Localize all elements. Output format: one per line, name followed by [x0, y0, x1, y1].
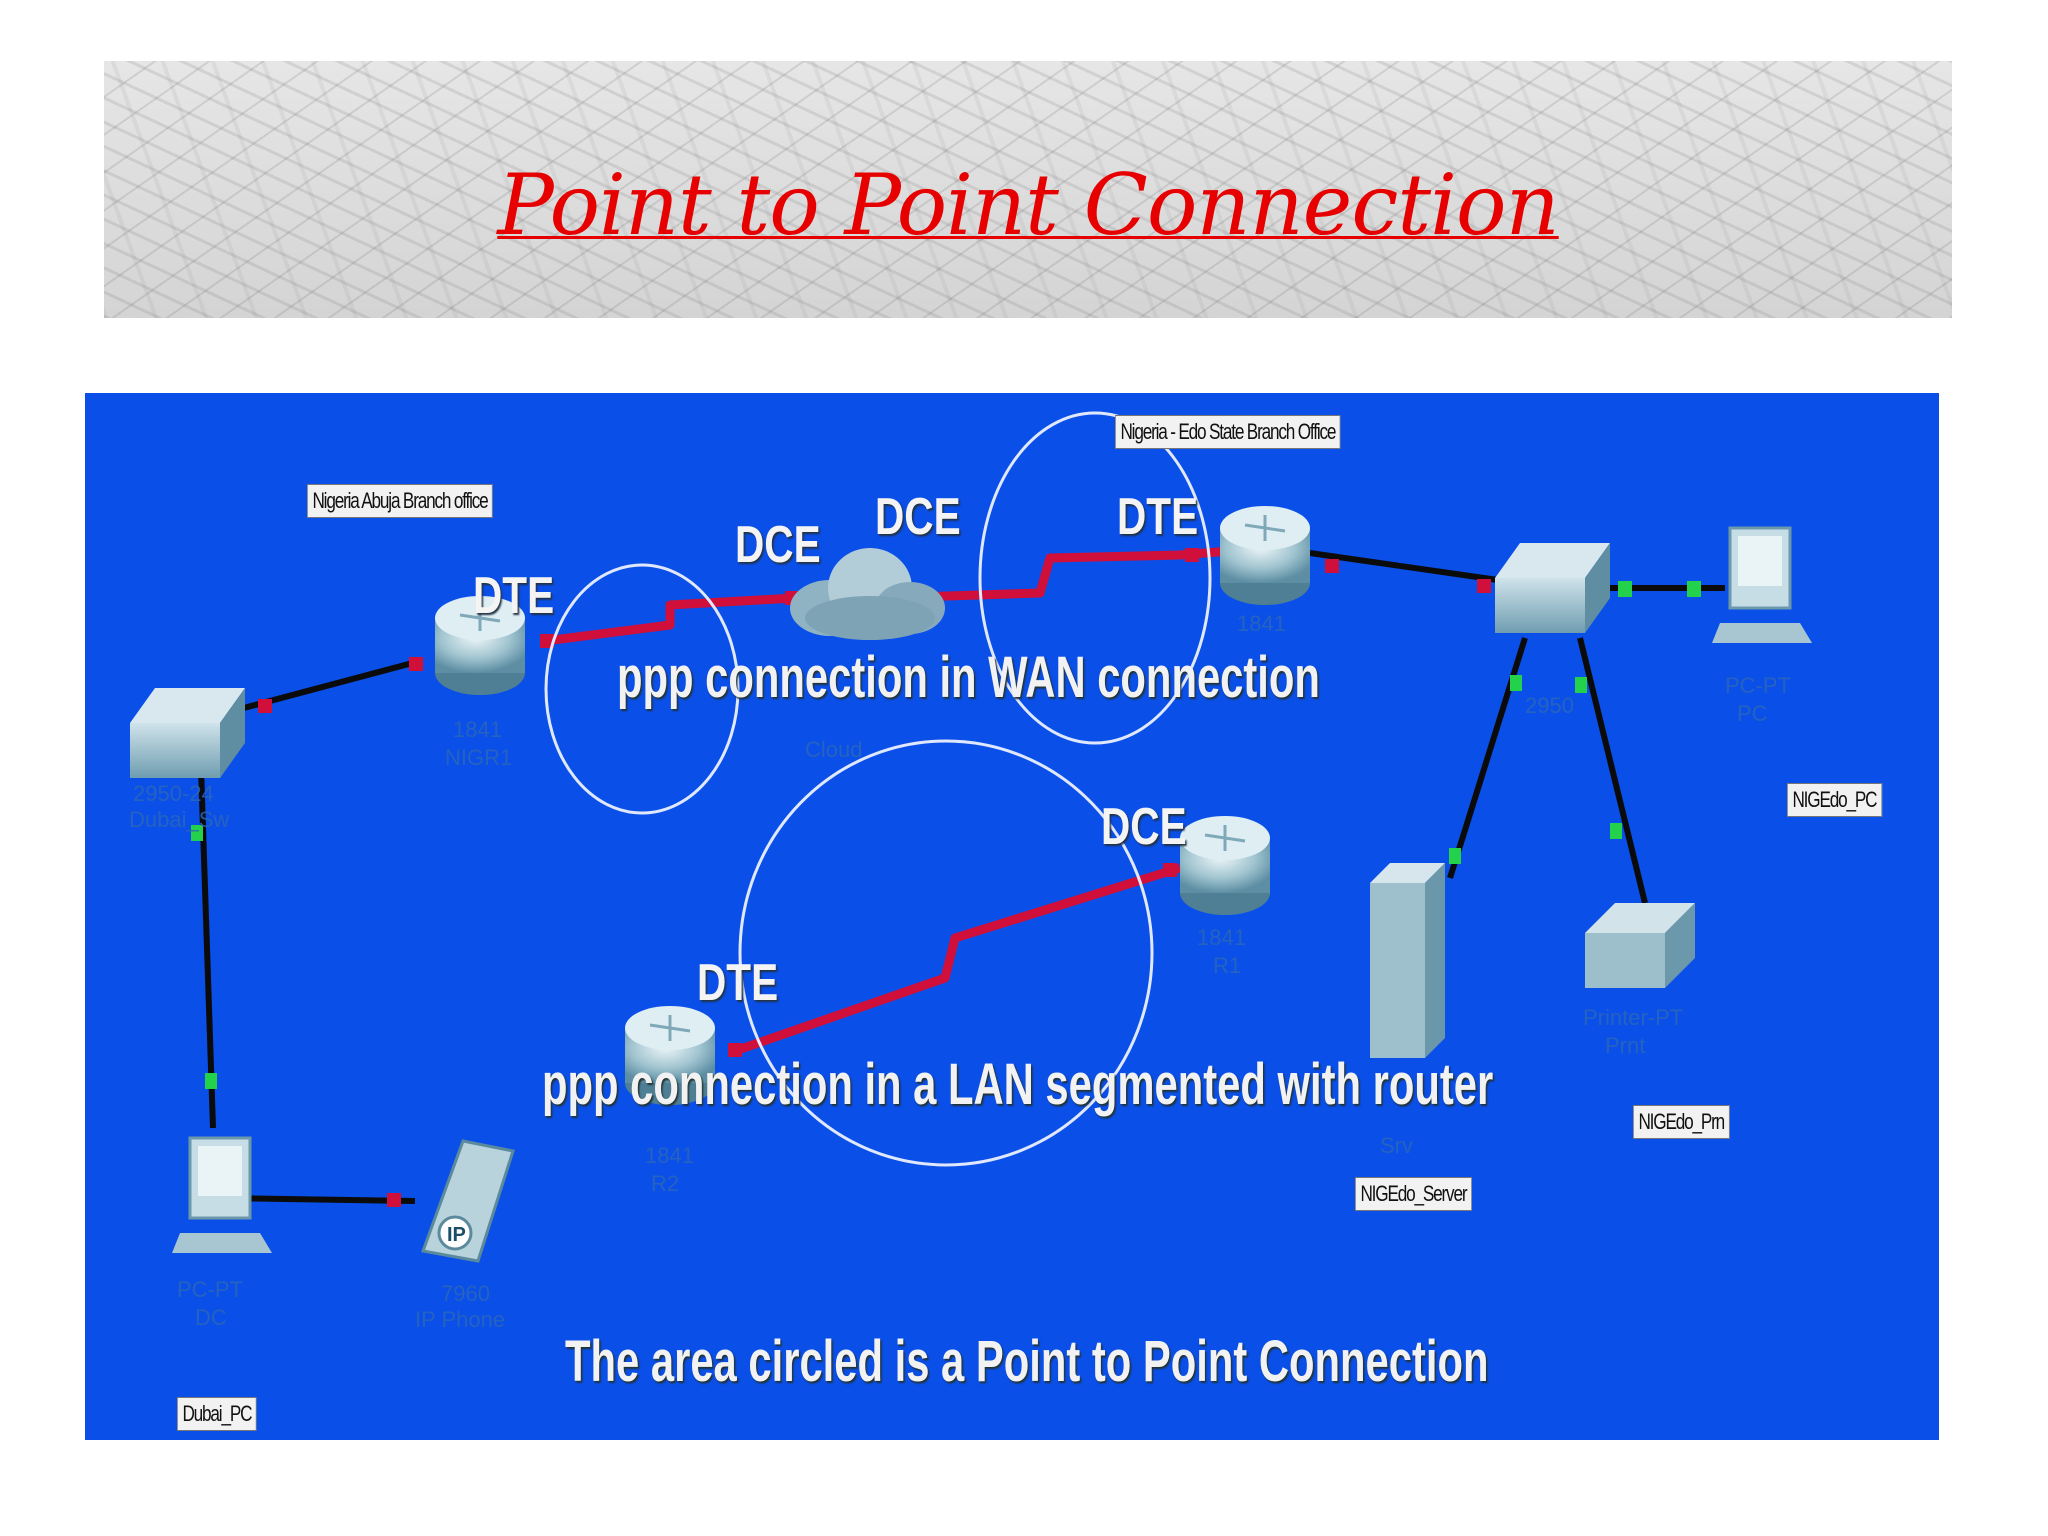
cloud-icon: [790, 548, 945, 640]
dte-tag-edo: DTE: [1117, 488, 1199, 546]
lan-router-left-model-label: 1841: [645, 1143, 694, 1168]
link-edo-switch-edo-printer: [1577, 637, 1648, 904]
dubai-switch-name-label: Dubai_Sw: [129, 807, 230, 832]
lan-router-right-name-label: R1: [1213, 953, 1242, 978]
edo-pc-label: NIGEdo_PC: [1787, 783, 1882, 817]
port-icon: [540, 634, 554, 648]
svg-text:IP: IP: [447, 1224, 466, 1246]
page-title: Point to Point Connection: [497, 156, 1559, 254]
ip-phone-icon: IP: [420, 1139, 515, 1263]
dubai-pc-model-label: PC-PT: [177, 1277, 243, 1302]
edo-office-label: Nigeria - Edo State Branch Office: [1115, 415, 1341, 449]
port-icon: [409, 657, 423, 671]
edo-switch-model-label: 2950: [1525, 693, 1574, 718]
link-dubai-pc-ip-phone: [224, 1195, 416, 1204]
link-dubai-switch-dubai-pc: [197, 737, 216, 1129]
port-icon: [1185, 548, 1199, 562]
pc-icon: [1712, 526, 1812, 643]
port-icon: [1575, 677, 1587, 693]
network-diagram-canvas: IP: [130, 411, 1812, 1263]
footer-caption: The area circled is a Point to Point Con…: [565, 1329, 1489, 1394]
point-to-point-circles: [544, 411, 1212, 1167]
dte-tag-lan: DTE: [697, 954, 779, 1012]
title-banner: Point to Point Connection: [104, 61, 1952, 318]
lan-caption: ppp connection in a LAN segmented with r…: [542, 1052, 1494, 1117]
pc-icon: [172, 1136, 272, 1253]
abuja-router-name-label: NIGR1: [445, 745, 513, 770]
edo-server-name-label: Srv: [1380, 1133, 1413, 1158]
router-icon: [1220, 506, 1310, 605]
dce-tag-cloud-left: DCE: [735, 516, 821, 574]
port-icon: [191, 825, 203, 841]
dubai-switch-model-label: 2950-24: [133, 781, 214, 806]
port-icon: [1610, 823, 1622, 839]
cloud-label: Cloud: [805, 737, 863, 762]
dubai-pc-label: Dubai_PC: [177, 1397, 257, 1431]
port-icon: [1687, 581, 1701, 597]
port-icon: [728, 1043, 742, 1057]
dce-tag-cloud-right: DCE: [875, 488, 961, 546]
abuja-office-label: Nigeria Abuja Branch office: [307, 484, 494, 518]
circle-cloud-edo-dce: [978, 411, 1212, 745]
circle-lan-routers: [738, 739, 1154, 1167]
ethernet-ports: [191, 581, 1701, 1089]
edo-printer-label: NIGEdo_Prn: [1633, 1105, 1730, 1139]
port-icon: [1449, 848, 1461, 864]
link-edo-router-edo-switch: [1309, 550, 1506, 584]
printer-icon: [1585, 903, 1695, 988]
port-icon: [205, 1073, 217, 1089]
dce-tag-lan: DCE: [1101, 798, 1187, 856]
serial-link-abuja-cloud: [544, 593, 796, 646]
edo-printer-model-label: Printer-PT: [1583, 1005, 1684, 1030]
link-edo-switch-edo-server: [1447, 637, 1528, 879]
dubai-pc-name-label: DC: [195, 1305, 227, 1330]
port-icon: [258, 699, 272, 713]
port-icon: [1325, 559, 1339, 573]
lan-router-right-model-label: 1841: [1197, 925, 1246, 950]
router-icon: [625, 1006, 715, 1105]
server-icon: [1370, 863, 1445, 1058]
router-icon: [435, 596, 525, 695]
serial-link-cloud-edo: [884, 546, 1231, 603]
port-icon: [1163, 863, 1177, 877]
ip-phone-model-label: 7960: [441, 1281, 490, 1306]
router-icon: [1180, 816, 1270, 915]
abuja-router-model-label: 1841: [453, 717, 502, 742]
circle-abuja-dte: [544, 563, 740, 815]
serial-link-lan-routers: [733, 863, 1182, 1056]
network-diagram: IP Nigeria Abuja Branch office Nigeria -…: [85, 393, 1939, 1440]
edo-pc-name-label: PC: [1737, 701, 1768, 726]
switch-icon: [1495, 543, 1610, 633]
port-icon: [1618, 581, 1632, 597]
edo-server-label: NIGEdo_Server: [1355, 1177, 1472, 1211]
edo-router-model-label: 1841: [1237, 611, 1286, 636]
port-icon: [1477, 579, 1491, 593]
lan-router-left-name-label: R2: [651, 1171, 680, 1196]
ethernet-red-ports: [258, 559, 1491, 1207]
edo-pc-model-label: PC-PT: [1725, 673, 1791, 698]
edo-printer-name-label: Prnt: [1605, 1033, 1646, 1058]
link-dubai-switch-abuja-router: [224, 658, 421, 716]
port-icon: [1510, 675, 1522, 691]
port-icon: [387, 1193, 401, 1207]
switch-icon: [130, 688, 245, 778]
dte-tag-abuja: DTE: [473, 567, 555, 625]
ip-phone-name-label: IP Phone: [415, 1307, 506, 1332]
wan-caption: ppp connection in WAN connection: [617, 645, 1320, 710]
